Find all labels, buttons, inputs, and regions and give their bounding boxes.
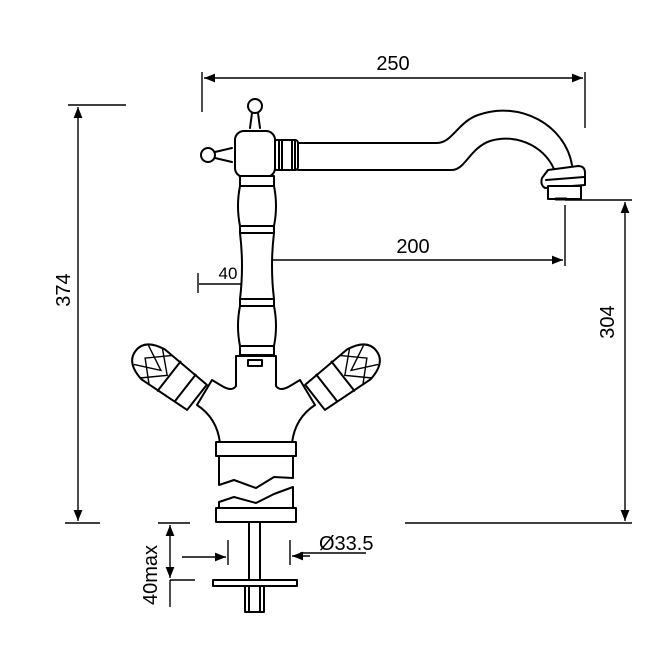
dimension-200: 200: [266, 205, 566, 266]
dimension-label-hole-diameter: Ø33.5: [319, 533, 373, 555]
spout-bottom: [297, 137, 556, 173]
base: [215, 441, 297, 523]
left-handle: [131, 343, 208, 411]
dimension-label-250: 250: [376, 53, 409, 75]
dimension-374: 374: [53, 104, 126, 524]
spout-top: [297, 109, 573, 166]
shank: [212, 521, 298, 613]
faucet-head: [234, 130, 276, 178]
spout-coupling: [273, 139, 299, 171]
mixer-body: [196, 355, 316, 444]
dimension-label-304: 304: [597, 305, 619, 338]
top-knob: [247, 98, 263, 114]
dimension-label-40max: 40max: [140, 545, 162, 605]
dimension-250: 250: [201, 53, 586, 128]
dimension-40max: 40max: [140, 522, 195, 607]
faucet-body: [131, 98, 586, 613]
dimension-label-200: 200: [396, 236, 429, 258]
dimension-304: 304: [405, 199, 632, 524]
dimension-label-40: 40: [219, 264, 238, 283]
dimension-label-374: 374: [53, 273, 75, 306]
side-knob: [200, 147, 216, 163]
dimension-hole-diameter: Ø33.5: [182, 533, 373, 565]
right-handle: [304, 343, 381, 411]
column: [237, 175, 277, 356]
aerator: [540, 165, 586, 201]
